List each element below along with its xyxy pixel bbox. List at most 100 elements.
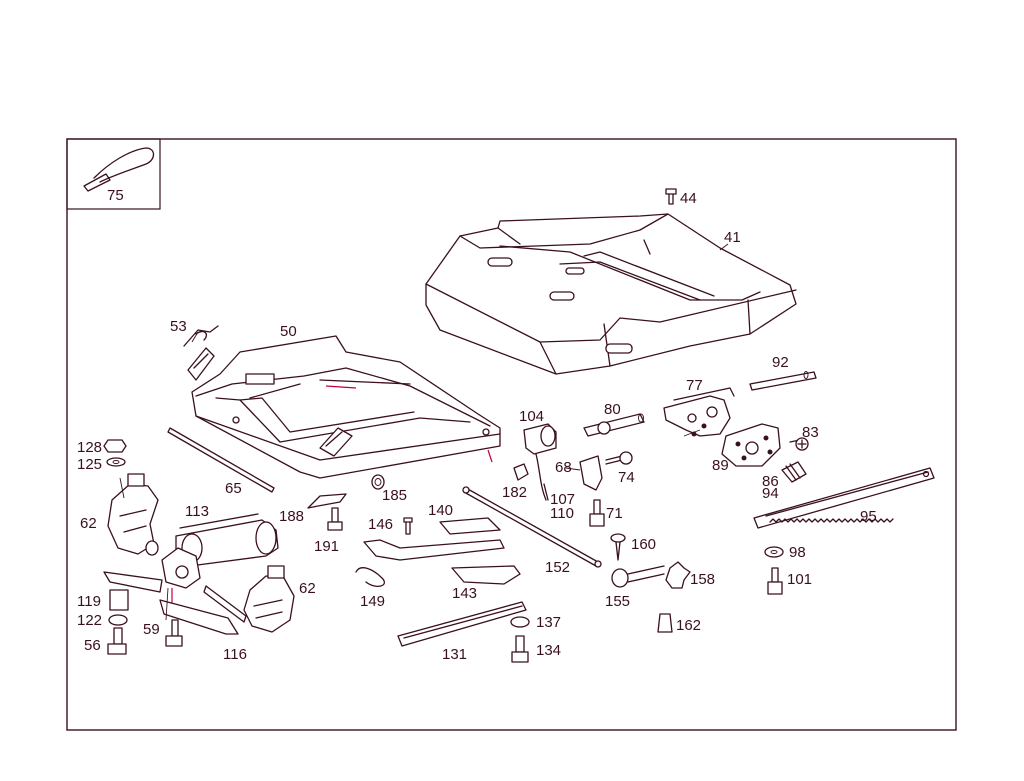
part-label-140: 140 [428, 502, 453, 519]
part-label-116: 116 [223, 646, 247, 663]
link-bar-part [363, 539, 505, 561]
gearbox-62-left-part [107, 473, 159, 556]
part-label-122: 122 [77, 612, 102, 629]
gear-housing-77-part [663, 387, 735, 437]
seat-frame-part [187, 335, 501, 479]
clip-53-part [183, 325, 219, 347]
diagram-border [66, 138, 957, 731]
bolt-56-part [107, 627, 127, 655]
rail-131-part [397, 601, 527, 647]
cable-149-part [355, 567, 385, 588]
rack-95-part [753, 467, 935, 529]
bracket-188-part [307, 493, 347, 509]
washer-137-part [510, 616, 530, 628]
bracket-68-part [579, 455, 603, 491]
part-label-158: 158 [690, 571, 715, 588]
bracket-140-part [439, 517, 501, 535]
part-label-162: 162 [676, 617, 701, 634]
part-label-182: 182 [502, 484, 527, 501]
bolt-71-part [589, 499, 605, 527]
screw-83-part [789, 437, 809, 451]
part-label-185: 185 [382, 487, 407, 504]
washer-125-part [106, 457, 126, 467]
part-label-155: 155 [605, 593, 630, 610]
part-label-160: 160 [631, 536, 656, 553]
screw-160-part [610, 533, 626, 561]
part-label-110: 110 [550, 505, 574, 522]
motor-113-part [175, 513, 279, 567]
spacer-119-part [109, 589, 129, 611]
part-label-50: 50 [280, 323, 297, 340]
part-label-74: 74 [618, 469, 635, 486]
lever-107-part [543, 483, 549, 501]
part-label-80: 80 [604, 401, 621, 418]
plate-89-part [721, 423, 781, 467]
cable-tie-part [83, 147, 155, 192]
part-label-53: 53 [170, 318, 187, 335]
part-label-137: 137 [536, 614, 561, 631]
part-label-59: 59 [143, 621, 160, 638]
leader-lines [119, 243, 729, 621]
part-label-62-right: 62 [299, 580, 316, 597]
part-label-92: 92 [772, 354, 789, 371]
pin-146-part [403, 517, 413, 535]
bolt-191-part [327, 507, 343, 531]
gear-86-part [781, 461, 807, 483]
part-label-149: 149 [360, 593, 385, 610]
part-label-188: 188 [279, 508, 304, 525]
part-label-77: 77 [686, 377, 703, 394]
washer-98-part [764, 546, 784, 558]
part-label-146: 146 [368, 516, 393, 533]
screw-155-part [611, 565, 665, 588]
bolt-59-part [165, 619, 183, 647]
rod-92-part [749, 371, 817, 391]
part-label-134: 134 [536, 642, 561, 659]
part-label-94: 94 [762, 485, 779, 502]
cap-162-part [657, 613, 673, 633]
part-label-56: 56 [84, 637, 101, 654]
part-label-152: 152 [545, 559, 570, 576]
part-label-131: 131 [442, 646, 467, 663]
part-label-101: 101 [787, 571, 812, 588]
nut-128-part [103, 439, 127, 453]
washer-122-part [108, 614, 128, 626]
part-label-44: 44 [680, 190, 697, 207]
seat-shell-part [425, 213, 797, 375]
part-label-119: 119 [77, 593, 101, 610]
part-label-75: 75 [107, 187, 124, 204]
bolt-134-part [511, 635, 529, 663]
grommet-185-part [371, 474, 385, 490]
part-label-62-left: 62 [80, 515, 97, 532]
rod-65-part [167, 427, 275, 493]
clip-182-part [513, 463, 529, 481]
part-label-89: 89 [712, 457, 729, 474]
part-label-104: 104 [519, 408, 544, 425]
threaded-rod-152-part [462, 486, 602, 568]
screw-44-part [665, 188, 677, 205]
inset-box [66, 138, 161, 210]
gearbox-62-right-part [243, 565, 295, 633]
part-label-83: 83 [802, 424, 819, 441]
part-label-143: 143 [452, 585, 477, 602]
shaft-80-part [583, 413, 645, 437]
part-label-41: 41 [724, 229, 741, 246]
part-label-125: 125 [77, 456, 102, 473]
link-116-part [103, 571, 247, 635]
part-label-95: 95 [860, 508, 877, 525]
part-label-191: 191 [314, 538, 339, 555]
part-label-68: 68 [555, 459, 572, 476]
part-label-98: 98 [789, 544, 806, 561]
knob-158-part [665, 561, 691, 589]
part-label-65: 65 [225, 480, 242, 497]
drive-joint-part [161, 547, 201, 608]
motor-104-part [523, 423, 557, 501]
part-label-128: 128 [77, 439, 102, 456]
part-label-107: 107 [550, 491, 575, 508]
part-label-86: 86 [762, 473, 779, 490]
bracket-143-part [451, 565, 521, 585]
part-label-71: 71 [606, 505, 623, 522]
bolt-101-part [767, 567, 783, 595]
screw-74-part [605, 451, 633, 465]
part-label-113: 113 [185, 503, 209, 520]
